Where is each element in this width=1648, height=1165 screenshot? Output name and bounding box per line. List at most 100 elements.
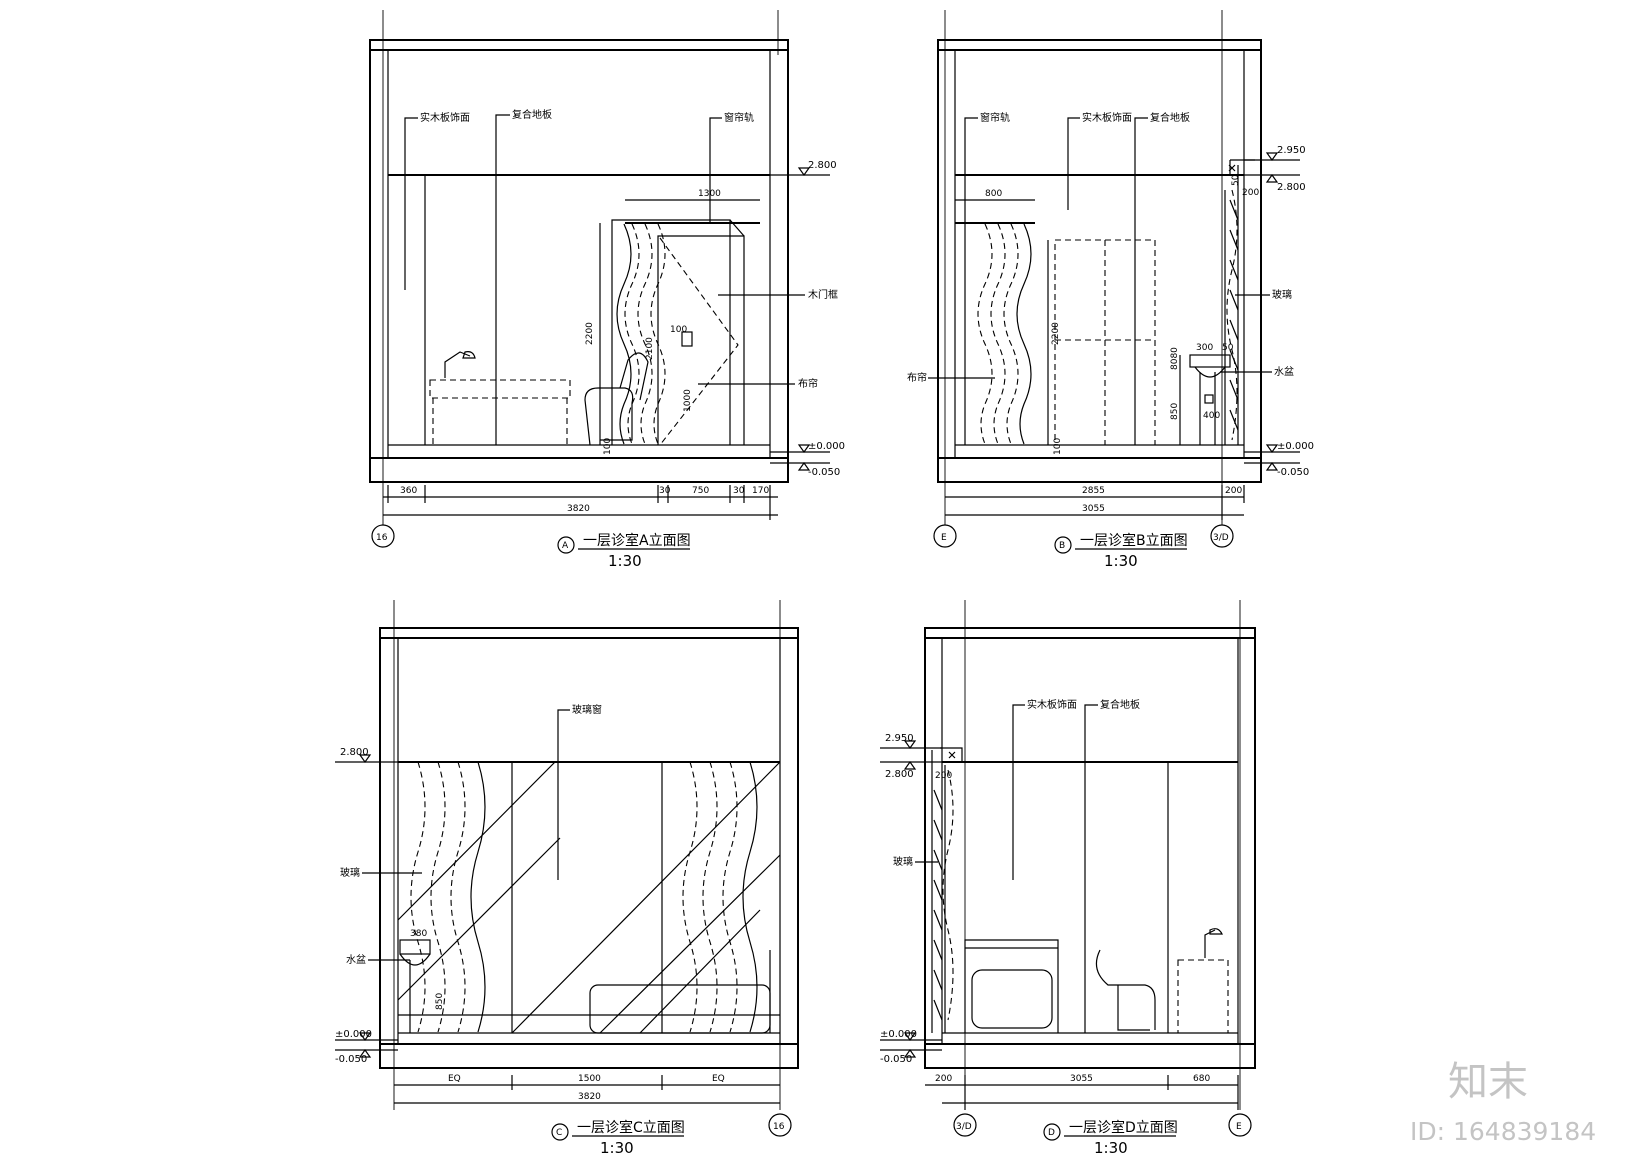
svg-text:复合地板: 复合地板 <box>1100 698 1140 711</box>
ceiling-slab <box>369 39 789 51</box>
bed-d <box>964 939 1059 1033</box>
elevation-d: 200 实木板饰面 复合地板 玻璃 2.950 2.800 ±0.000 -0.… <box>880 600 1256 1157</box>
svg-text:C: C <box>556 1128 562 1138</box>
scale-d: 1:30 <box>1094 1139 1128 1157</box>
floor-slab <box>369 457 789 483</box>
svg-text:2.950: 2.950 <box>1277 145 1306 156</box>
sink-c <box>399 939 431 955</box>
elevation-c: 380 850 玻璃窗 玻璃 水盆 2.800 ±0.000 -0.050 <box>335 600 799 1157</box>
dim-100: 100 <box>670 325 687 335</box>
svg-text:30: 30 <box>659 486 671 496</box>
label-wall: 实木板饰面 <box>420 111 470 124</box>
svg-text:2855: 2855 <box>1082 486 1105 496</box>
axis-16: 16 <box>376 533 388 543</box>
svg-text:2.800: 2.800 <box>1277 182 1306 193</box>
svg-text:-0.050: -0.050 <box>880 1054 912 1065</box>
svg-text:2.800: 2.800 <box>340 747 369 758</box>
svg-text:30: 30 <box>733 486 745 496</box>
svg-text:EQ: EQ <box>448 1074 461 1084</box>
leaders-c: 玻璃窗 玻璃 水盆 <box>340 703 602 966</box>
leaders-a: 实木板饰面 复合地板 窗帘轨 木门框 布帘 <box>404 108 838 445</box>
svg-text:水盆: 水盆 <box>1274 365 1294 378</box>
svg-text:2.800: 2.800 <box>885 769 914 780</box>
svg-text:750: 750 <box>692 486 709 496</box>
dims-c: EQ 1500 EQ 3820 <box>394 1074 780 1104</box>
levels-c: 2.800 ±0.000 -0.050 <box>335 747 398 1065</box>
leaders-d: 实木板饰面 复合地板 玻璃 <box>893 698 1140 1033</box>
chair-d <box>1095 949 1156 1031</box>
desk-lamp <box>444 351 471 378</box>
levels-a: 2.800 ±0.000 -0.050 <box>770 160 845 478</box>
svg-text:-0.050: -0.050 <box>808 467 840 478</box>
levels-b: 2.950 2.800 ±0.000 -0.050 <box>1244 145 1314 478</box>
watermark-id: ID: 164839184 <box>1410 1117 1596 1146</box>
dim-100-base: 100 <box>603 438 613 455</box>
svg-text:200: 200 <box>1225 486 1242 496</box>
title-b: 一层诊室B立面图 <box>1080 532 1188 549</box>
svg-text:850: 850 <box>1170 403 1180 420</box>
label-rail: 窗帘轨 <box>724 111 754 124</box>
svg-text:800: 800 <box>985 189 1002 199</box>
svg-text:50: 50 <box>1222 343 1234 353</box>
bedside-cabinet <box>1177 959 1229 1034</box>
elevation-a: 1300 2200 2100 100 1000 100 实木板饰面 复合地板 窗… <box>369 10 845 570</box>
scale-c: 1:30 <box>600 1139 634 1157</box>
title-d: 一层诊室D立面图 <box>1069 1119 1178 1136</box>
svg-text:E: E <box>1236 1122 1242 1132</box>
chair <box>584 387 634 446</box>
svg-text:D: D <box>1048 1128 1055 1138</box>
svg-text:布帘: 布帘 <box>907 371 927 384</box>
scale-a: 1:30 <box>608 552 642 570</box>
svg-text:300: 300 <box>1196 343 1213 353</box>
svg-text:-0.050: -0.050 <box>335 1054 367 1065</box>
svg-text:360: 360 <box>400 486 417 496</box>
glass-reflections <box>397 761 781 1034</box>
svg-text:16: 16 <box>773 1122 785 1132</box>
svg-text:2.950: 2.950 <box>885 733 914 744</box>
svg-text:200: 200 <box>1242 188 1259 198</box>
svg-text:1500: 1500 <box>578 1074 601 1084</box>
door-frame <box>611 219 731 445</box>
svg-text:850: 850 <box>435 993 445 1010</box>
title-c: 一层诊室C立面图 <box>577 1119 685 1136</box>
svg-text:3820: 3820 <box>567 504 590 514</box>
dim-2100: 2100 <box>645 337 655 360</box>
curtain-c-right <box>682 761 758 1033</box>
axis-e: E <box>941 533 947 543</box>
svg-text:±0.000: ±0.000 <box>808 441 845 452</box>
svg-text:EQ: EQ <box>712 1074 725 1084</box>
desk <box>429 379 571 399</box>
elevation-b: 800 2200 100 850 8080 300 50 400 50 200 … <box>907 10 1314 570</box>
dims-d: 200 3055 680 <box>925 1074 1239 1110</box>
leaders-b: 窗帘轨 实木板饰面 复合地板 玻璃 布帘 水盆 <box>907 111 1294 445</box>
svg-text:±0.000: ±0.000 <box>335 1029 372 1040</box>
axis-3d: 3/D <box>1213 533 1229 543</box>
svg-text:窗帘轨: 窗帘轨 <box>980 111 1010 124</box>
svg-text:±0.000: ±0.000 <box>880 1029 917 1040</box>
svg-text:680: 680 <box>1193 1074 1210 1084</box>
svg-text:2.800: 2.800 <box>808 160 837 171</box>
curtain-c-left <box>410 761 486 1033</box>
svg-text:170: 170 <box>752 486 769 496</box>
svg-text:玻璃: 玻璃 <box>893 855 913 868</box>
svg-text:复合地板: 复合地板 <box>1150 111 1190 124</box>
dim-1000: 1000 <box>683 389 693 412</box>
svg-text:8080: 8080 <box>1170 347 1180 370</box>
label-floor: 复合地板 <box>512 108 552 121</box>
title-a: 一层诊室A立面图 <box>583 532 691 549</box>
scale-b: 1:30 <box>1104 552 1138 570</box>
svg-text:玻璃: 玻璃 <box>340 866 360 879</box>
svg-text:400: 400 <box>1203 411 1220 421</box>
svg-text:±0.000: ±0.000 <box>1277 441 1314 452</box>
svg-text:实木板饰面: 实木板饰面 <box>1082 111 1132 124</box>
svg-text:200: 200 <box>935 771 952 781</box>
svg-text:3/D: 3/D <box>956 1122 972 1132</box>
sink <box>1189 354 1231 368</box>
dim-2200: 2200 <box>585 322 595 345</box>
label-curtain: 布帘 <box>798 377 818 390</box>
svg-text:实木板饰面: 实木板饰面 <box>1027 698 1077 711</box>
curtain-b <box>977 223 1032 445</box>
svg-text:3055: 3055 <box>1082 504 1105 514</box>
levels-d: 2.950 2.800 ±0.000 -0.050 <box>880 733 942 1065</box>
